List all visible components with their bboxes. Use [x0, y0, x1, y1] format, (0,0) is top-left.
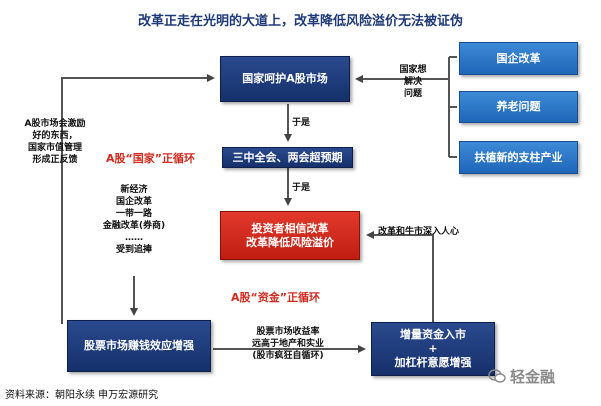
label-so-2: 于是	[292, 183, 311, 193]
arrow-capital-to-investors	[366, 231, 434, 324]
label-so-1: 于是	[292, 118, 311, 128]
watermark: 轻金融	[488, 366, 555, 387]
box-new-industry: 扶植新的支柱产业	[459, 141, 578, 174]
box-soe-reform: 国企改革	[459, 42, 578, 75]
box-wealth-effect: 股票市场赚钱效应增强	[67, 320, 211, 372]
label-hot-themes: 新经济 国企改革 一带一路 金融改革(券商) …… 受到追捧	[102, 185, 166, 255]
loop-capital-cycle: A股“资金”正循环	[231, 291, 320, 304]
box-capital-inflow: 增量资金入市 + 加杠杆意愿增强	[371, 322, 495, 376]
box-pension: 养老问题	[459, 91, 578, 123]
wechat-icon	[488, 369, 506, 383]
label-reform-deep: 改革和牛市深入人心	[378, 227, 460, 237]
arrow-wealth-to-protect	[61, 74, 215, 324]
diagram-title: 改革正走在光明的大道上，改革降低风险溢价无法被证伪	[137, 14, 463, 29]
label-state-wants: 国家想 解决 问题	[399, 65, 427, 99]
box-plenum-exceeds: 三中全会、两会超预期	[222, 147, 353, 168]
source-note: 资料来源：朝阳永续 申万宏源研究	[5, 390, 159, 401]
loop-state-cycle: A股“国家”正循环	[106, 152, 195, 165]
label-left-feedback: A股市场会激励 好的东西， 国家市值管理 形成正反馈	[24, 119, 86, 165]
box-investors-believe: 投资者相信改革 改革降低风险溢价	[220, 211, 360, 260]
watermark-text: 轻金融	[510, 368, 556, 386]
box-protect-a-share: 国家呵护A股市场	[220, 56, 350, 102]
label-returns-higher: 股票市场收益率 远高于地产和实业 (股市疯狂自循环)	[251, 327, 324, 361]
